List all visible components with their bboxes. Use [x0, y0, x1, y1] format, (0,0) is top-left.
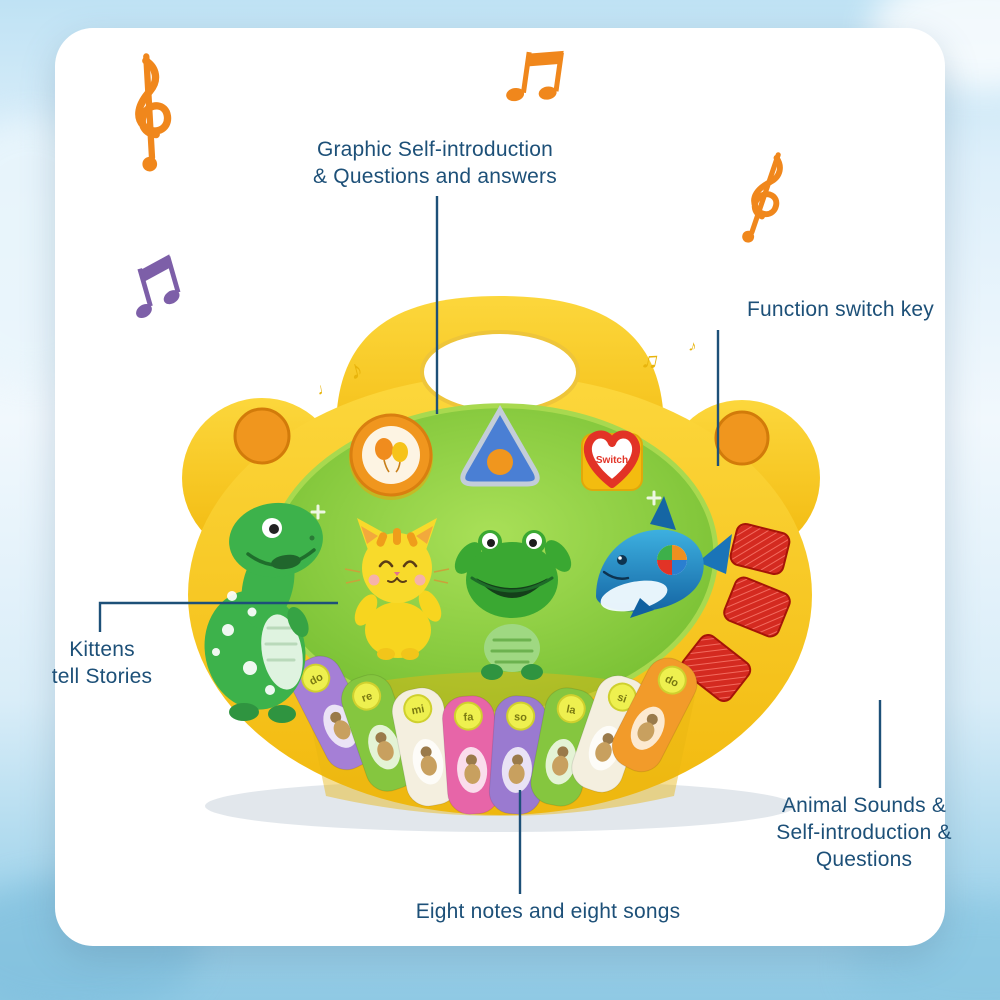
callout-text-line: Animal Sounds & — [781, 794, 947, 817]
note-label: do — [663, 673, 681, 690]
note-bubble — [506, 701, 536, 731]
note-bubble — [403, 694, 433, 724]
music-note-icon — [121, 254, 185, 322]
callout-lines — [98, 196, 882, 894]
note-label: do — [308, 671, 326, 688]
piano-key: do — [611, 657, 698, 773]
piano-key: re — [340, 674, 418, 792]
music-note-icon — [503, 44, 564, 110]
embossed-note-icon: ♪ — [687, 337, 698, 355]
piano-keys: do re mi fa — [290, 655, 698, 815]
note-bubble — [556, 694, 586, 724]
croc-mouth — [476, 578, 548, 598]
piano-key: fa — [441, 695, 501, 815]
embossed-note-icon: ♫ — [639, 345, 662, 375]
note-label: mi — [411, 703, 426, 717]
callout-graphic-intro: Graphic Self-introduction & Questions an… — [245, 136, 625, 190]
callout-text-line: tell Stories — [51, 665, 153, 688]
piano-key: la — [530, 687, 598, 807]
callout-eight-notes: Eight notes and eight songs — [348, 898, 748, 925]
red-button — [729, 523, 791, 575]
crocodile — [454, 530, 572, 680]
treble-clef-icon — [741, 151, 788, 247]
switch-heart-button: Switch — [581, 430, 643, 491]
heart-icon — [583, 430, 641, 488]
note-bubble — [453, 701, 483, 731]
triangle-ball-icon — [487, 449, 513, 475]
triangle-button — [460, 404, 540, 487]
piano-key: mi — [391, 687, 459, 807]
note-bubble — [352, 681, 382, 711]
dino-belly — [261, 614, 303, 690]
callout-line-kittens — [98, 601, 338, 632]
embossed-note-icon: ♩ — [316, 379, 335, 399]
callout-text-line: & Questions and answers — [313, 165, 557, 188]
callout-text-line: Graphic Self-introduction — [316, 138, 554, 161]
switch-label: Switch — [596, 455, 628, 466]
balloon-icon — [392, 442, 408, 462]
right-knob-button — [714, 410, 770, 466]
dolphin — [596, 496, 732, 618]
red-drum-buttons — [680, 523, 791, 702]
piano-key: si — [571, 675, 649, 793]
note-label: la — [565, 703, 577, 717]
dolphin-eye — [617, 555, 627, 565]
dinosaur — [204, 502, 323, 723]
callout-function-switch: Function switch key — [723, 296, 958, 323]
callout-text-line: Kittens — [69, 638, 135, 661]
treble-clef-icon — [128, 55, 175, 173]
cat-eye — [402, 560, 418, 568]
red-button — [723, 576, 791, 638]
callout-text-line: Self-introduction & — [776, 821, 952, 844]
sparkle-icon — [310, 504, 326, 520]
cat-eye — [378, 560, 394, 568]
dino-spots — [212, 591, 275, 695]
note-label: so — [514, 711, 528, 724]
note-label: fa — [463, 711, 474, 724]
red-button — [680, 634, 752, 702]
balloon-circle-button — [349, 413, 433, 500]
callout-text-line: Questions — [815, 848, 913, 871]
sparkle-icon — [646, 490, 662, 506]
callout-text-line: Function switch key — [746, 298, 935, 321]
dolphin-belly — [600, 580, 668, 612]
callout-animal-sounds: Animal Sounds & Self-introduction & Ques… — [750, 792, 978, 873]
note-bubble — [657, 665, 687, 695]
handle-hole — [420, 330, 580, 414]
callout-kittens: Kittens tell Stories — [22, 636, 182, 690]
dolphin-tail — [698, 534, 732, 574]
note-label: si — [616, 691, 629, 705]
note-label: re — [360, 690, 374, 705]
dolphin-fin — [650, 496, 676, 530]
balloon-icon — [375, 438, 393, 460]
callout-text-line: Eight notes and eight songs — [415, 900, 681, 923]
left-knob-button — [233, 407, 291, 465]
cat — [344, 518, 450, 660]
note-bubble — [301, 663, 331, 693]
dolphin-color-wheel — [657, 545, 687, 575]
